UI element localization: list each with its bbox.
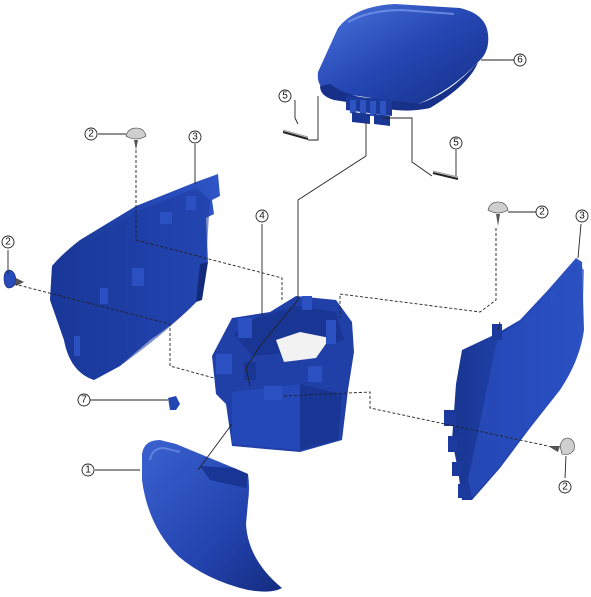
- callout-2-top-left: 2: [84, 127, 98, 141]
- svg-text:2: 2: [562, 482, 568, 493]
- svg-text:5: 5: [282, 91, 288, 102]
- svg-text:4: 4: [259, 211, 265, 222]
- svg-text:2: 2: [88, 129, 94, 140]
- right-side-panel: [444, 258, 584, 500]
- callout-5-right: 5: [449, 136, 463, 150]
- left-side-panel: [50, 174, 220, 380]
- armrest-lid: [317, 4, 489, 126]
- callout-3-left: 3: [188, 130, 202, 144]
- leader-lines: [7, 59, 582, 479]
- svg-text:2: 2: [5, 237, 11, 248]
- svg-text:5: 5: [453, 138, 459, 149]
- callout-5-left: 5: [278, 89, 292, 103]
- callout-2-top-right: 2: [535, 205, 549, 219]
- svg-text:3: 3: [192, 132, 198, 143]
- svg-text:6: 6: [517, 55, 523, 66]
- push-clip-top-left: [125, 127, 147, 150]
- callout-2-left: 2: [1, 235, 15, 249]
- svg-text:3: 3: [579, 211, 585, 222]
- pin-part-5-right: [432, 170, 459, 180]
- push-clip-bottom-right: [548, 437, 575, 455]
- callout-2-bottom-right: 2: [558, 480, 572, 494]
- callout-7: 7: [77, 393, 91, 407]
- callout-3-right: 3: [575, 209, 589, 223]
- push-clip-left: [3, 269, 24, 289]
- callout-4: 4: [255, 209, 269, 223]
- callout-1: 1: [81, 463, 95, 477]
- alignment-lines: [13, 150, 549, 447]
- svg-text:7: 7: [81, 395, 87, 406]
- svg-text:2: 2: [539, 207, 545, 218]
- box-frame: [212, 296, 354, 452]
- pin-part-5-left: [282, 129, 309, 140]
- push-clip-top-right: [487, 201, 509, 226]
- clip-part-7: [168, 396, 180, 410]
- callout-6: 6: [513, 53, 527, 67]
- svg-text:1: 1: [85, 465, 91, 476]
- front-cover: [142, 440, 282, 592]
